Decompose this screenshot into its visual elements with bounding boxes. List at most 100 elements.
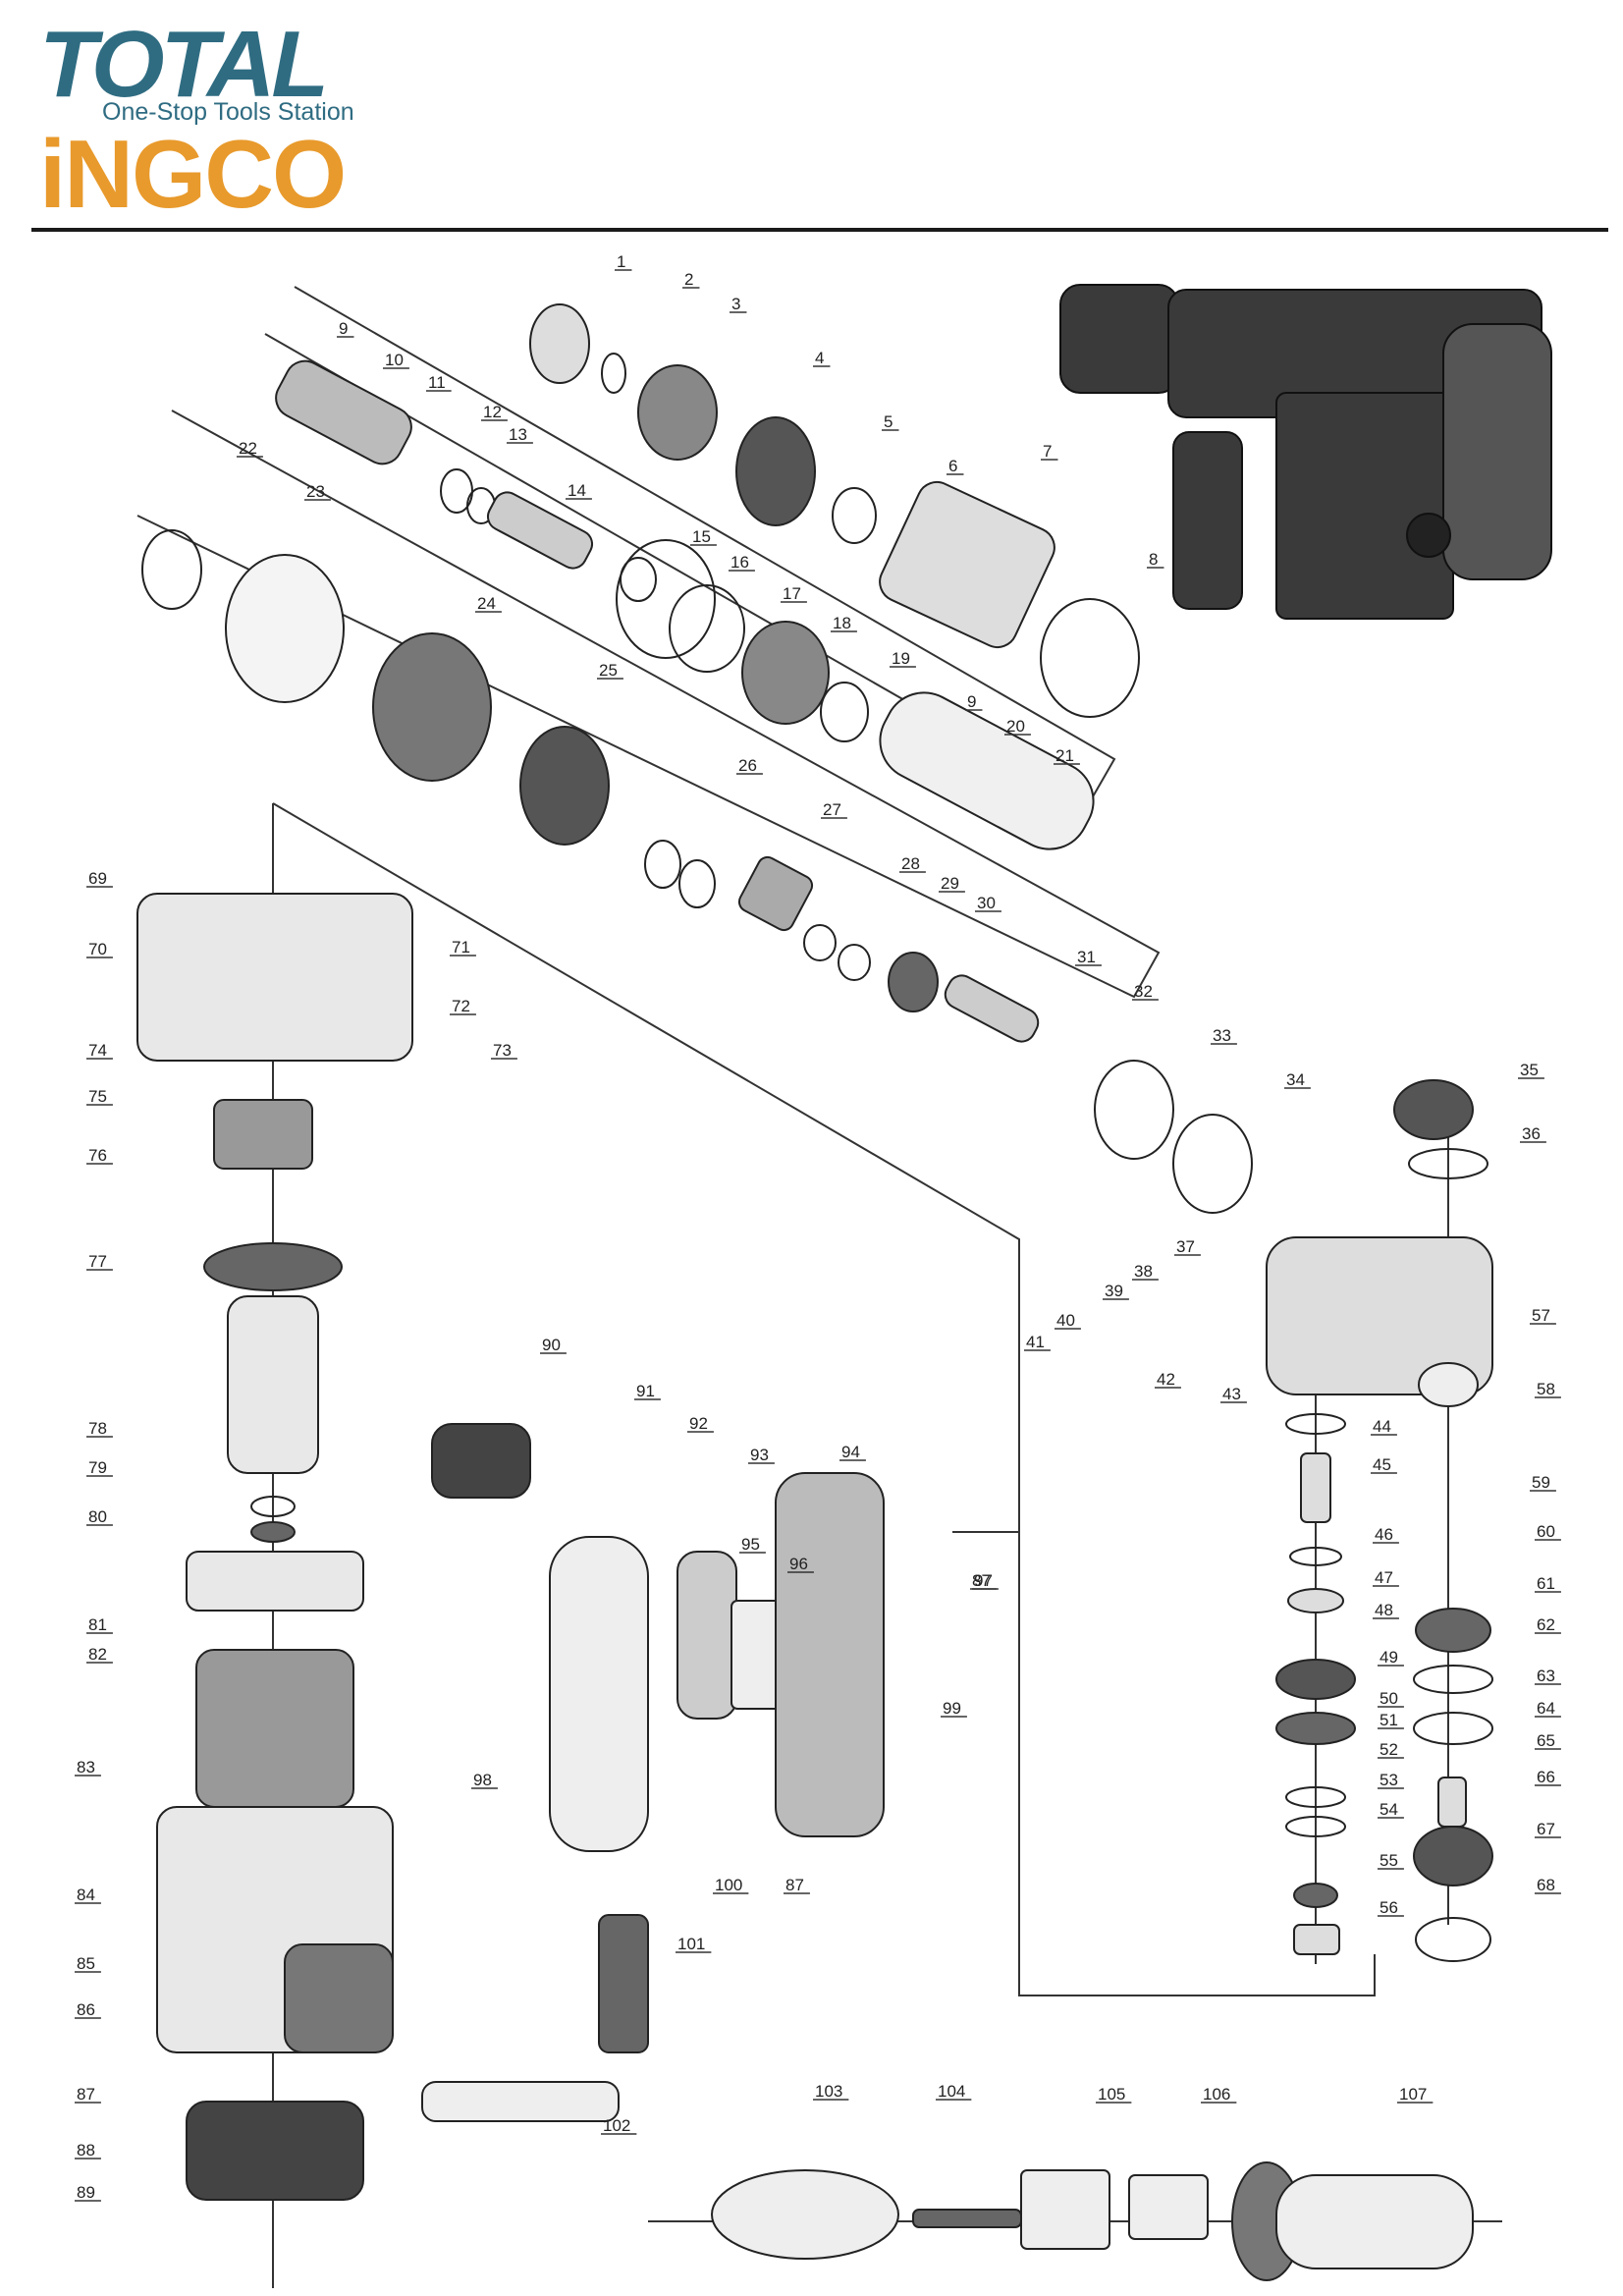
tool-overview-image: [1059, 284, 1552, 620]
part-label-67: 67: [1537, 1820, 1555, 1838]
part-label-42: 42: [1157, 1370, 1175, 1389]
part-label-58: 58: [1537, 1380, 1555, 1398]
part-label-68: 68: [1537, 1876, 1555, 1894]
part-label-73: 73: [493, 1041, 512, 1060]
part-label-74: 74: [88, 1041, 107, 1060]
part-label-31: 31: [1077, 948, 1096, 966]
part-label-83: 83: [77, 1758, 95, 1777]
part-label-30: 30: [977, 894, 996, 912]
part-label-5: 5: [884, 412, 893, 431]
part-label-97: 97: [974, 1571, 993, 1590]
part-label-90: 90: [542, 1336, 561, 1354]
part-label-56: 56: [1380, 1898, 1398, 1917]
part-label-89: 89: [77, 2183, 95, 2202]
part-label-79: 79: [88, 1458, 107, 1477]
part-label-2: 2: [684, 270, 693, 289]
part-label-62: 62: [1537, 1615, 1555, 1634]
part-label-102: 102: [603, 2116, 630, 2135]
part-label-21: 21: [1055, 746, 1074, 765]
parts-motor-assembly: [136, 893, 413, 2201]
guide-line-motor: [272, 802, 1376, 1996]
part-label-94: 94: [841, 1443, 860, 1461]
part-label-101: 101: [677, 1935, 705, 1953]
part-label-86: 86: [77, 2000, 95, 2019]
part-label-72: 72: [452, 997, 470, 1015]
frame-top-assembly: [264, 286, 1116, 807]
part-label-55: 55: [1380, 1851, 1398, 1870]
part-label-39: 39: [1105, 1282, 1123, 1300]
part-label-69: 69: [88, 869, 107, 888]
part-label-77: 77: [88, 1252, 107, 1271]
part-label-1: 1: [617, 252, 625, 271]
part-label-100: 100: [715, 1876, 742, 1894]
part-label-65: 65: [1537, 1731, 1555, 1750]
part-label-35: 35: [1520, 1061, 1539, 1079]
parts-gear-column: [1266, 1079, 1493, 1962]
part-label-22: 22: [239, 439, 257, 458]
part-label-76: 76: [88, 1146, 107, 1165]
part-label-12: 12: [483, 403, 502, 421]
part-label-9-b: 9: [967, 692, 976, 711]
part-label-3: 3: [731, 295, 740, 313]
part-label-60: 60: [1537, 1522, 1555, 1541]
part-label-52: 52: [1380, 1740, 1398, 1759]
total-logo: TOTAL: [39, 12, 329, 117]
part-label-11: 11: [428, 373, 446, 392]
part-label-98: 98: [473, 1771, 492, 1789]
part-label-64: 64: [1537, 1699, 1555, 1718]
part-label-7: 7: [1043, 442, 1052, 461]
part-label-81: 81: [88, 1615, 107, 1634]
part-label-43: 43: [1222, 1385, 1241, 1403]
part-label-4: 4: [815, 349, 824, 367]
part-label-37: 37: [1176, 1237, 1195, 1256]
part-label-93: 93: [750, 1446, 769, 1464]
part-label-15: 15: [692, 527, 711, 546]
part-label-41: 41: [1026, 1333, 1045, 1351]
part-label-33: 33: [1213, 1026, 1231, 1045]
header-divider: [31, 228, 1608, 232]
part-label-51: 51: [1380, 1711, 1398, 1729]
part-label-96: 96: [789, 1555, 808, 1573]
part-label-103: 103: [815, 2082, 842, 2101]
part-label-61: 61: [1537, 1574, 1555, 1593]
part-label-54: 54: [1380, 1800, 1398, 1819]
part-label-87-b: 87: [972, 1571, 991, 1590]
part-label-47: 47: [1375, 1568, 1393, 1587]
part-label-53: 53: [1380, 1771, 1398, 1789]
part-label-84: 84: [77, 1886, 95, 1904]
part-label-91: 91: [636, 1382, 655, 1400]
part-label-44: 44: [1373, 1417, 1391, 1436]
part-label-88: 88: [77, 2141, 95, 2159]
part-label-13: 13: [509, 425, 527, 444]
part-label-107: 107: [1399, 2085, 1427, 2104]
part-label-99: 99: [943, 1699, 961, 1718]
part-label-82: 82: [88, 1645, 107, 1664]
part-label-104: 104: [938, 2082, 965, 2101]
part-label-19: 19: [892, 649, 910, 668]
part-label-85: 85: [77, 1954, 95, 1973]
part-label-20: 20: [1006, 717, 1025, 736]
part-label-16: 16: [730, 553, 749, 572]
part-label-46: 46: [1375, 1525, 1393, 1544]
part-label-10: 10: [385, 351, 404, 369]
part-label-48: 48: [1375, 1601, 1393, 1619]
part-label-38: 38: [1134, 1262, 1153, 1281]
part-label-26: 26: [738, 756, 757, 775]
part-label-40: 40: [1056, 1311, 1075, 1330]
parts-side-handle: [711, 2161, 1474, 2281]
part-label-66: 66: [1537, 1768, 1555, 1786]
part-label-95: 95: [741, 1535, 760, 1554]
part-label-71: 71: [452, 938, 470, 957]
part-label-59: 59: [1532, 1473, 1550, 1492]
part-label-75: 75: [88, 1087, 107, 1106]
part-label-49: 49: [1380, 1648, 1398, 1667]
part-label-78: 78: [88, 1419, 107, 1438]
part-label-92: 92: [689, 1414, 708, 1433]
part-label-25: 25: [599, 661, 618, 680]
total-tagline: One-Stop Tools Station: [102, 98, 354, 126]
part-label-8: 8: [1149, 550, 1158, 569]
part-label-27: 27: [823, 800, 841, 819]
part-label-87-c: 87: [785, 1876, 804, 1894]
